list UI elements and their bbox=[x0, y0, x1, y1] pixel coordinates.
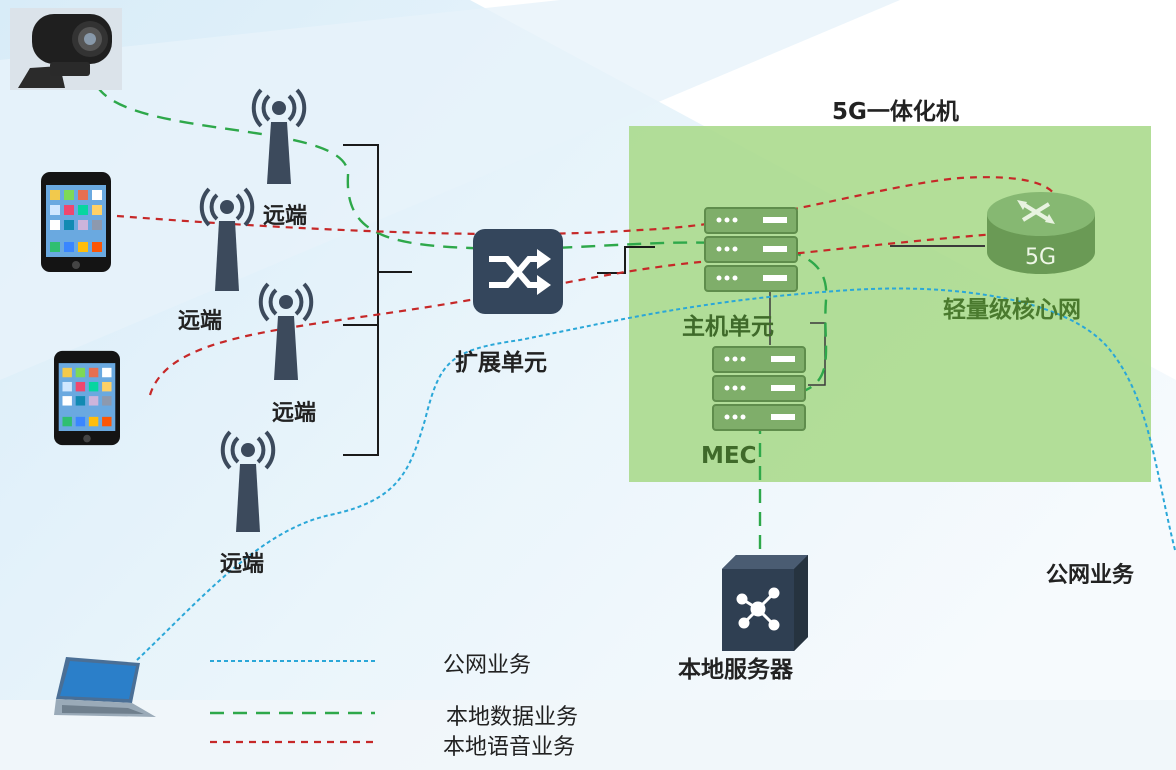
antenna-icon bbox=[258, 282, 314, 380]
phone-icon bbox=[41, 172, 111, 272]
hub-icon bbox=[722, 555, 808, 651]
core-network-label: 轻量级核心网 bbox=[943, 297, 1081, 323]
expansion-unit-label: 扩展单元 bbox=[455, 350, 547, 376]
integrated-machine-title: 5G一体化机 bbox=[832, 99, 959, 125]
server-icon bbox=[712, 346, 806, 431]
remote-label: 远端 bbox=[272, 401, 317, 426]
mec-label: MEC bbox=[701, 443, 757, 469]
antenna-icon bbox=[199, 187, 255, 291]
router-icon bbox=[987, 192, 1095, 274]
host-unit-label: 主机单元 bbox=[682, 314, 774, 340]
remote-label: 远端 bbox=[178, 309, 223, 334]
core-badge: 5G bbox=[1025, 245, 1057, 270]
legend-item-local-data: 本地数据业务 bbox=[446, 705, 579, 730]
antenna-icon bbox=[251, 88, 307, 184]
webcam-icon bbox=[10, 8, 122, 90]
legend-item-local-voice: 本地语音业务 bbox=[443, 735, 576, 760]
legend-item-public: 公网业务 bbox=[443, 653, 532, 678]
local-server-label: 本地服务器 bbox=[678, 657, 793, 683]
remote-label: 远端 bbox=[220, 552, 265, 577]
antenna-icon bbox=[220, 430, 276, 532]
voice-line-2 bbox=[148, 228, 1051, 396]
remote-bracket bbox=[343, 144, 655, 456]
public-service-label: 公网业务 bbox=[1046, 563, 1135, 588]
phone-icon bbox=[54, 350, 120, 446]
server-icon bbox=[704, 207, 798, 292]
laptop-icon bbox=[54, 657, 156, 717]
switch-icon bbox=[473, 229, 563, 314]
remote-label: 远端 bbox=[263, 204, 308, 229]
public-line bbox=[136, 287, 1176, 661]
